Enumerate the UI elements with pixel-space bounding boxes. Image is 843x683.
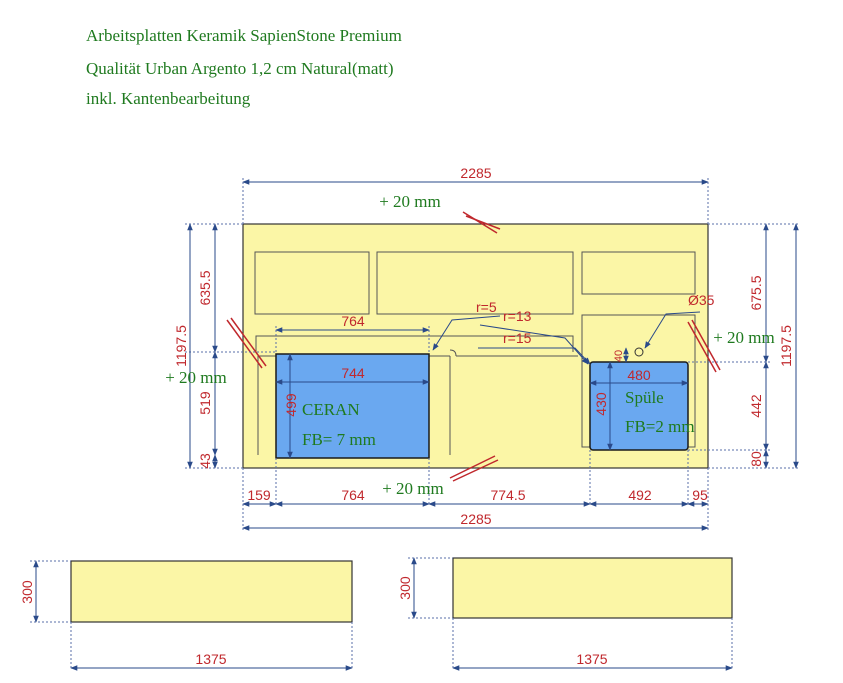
dim-sink-height: 430: [593, 392, 609, 416]
radius-r5: r=5: [476, 299, 497, 315]
radius-r15: r=15: [503, 330, 532, 346]
ceran-label: CERAN: [302, 400, 360, 419]
dim-left-upper: 635.5: [197, 270, 213, 305]
dim-panel1-height: 300: [19, 580, 35, 604]
header-line-3: inkl. Kantenbearbeitung: [86, 89, 251, 108]
dim-sink-width: 480: [627, 367, 651, 383]
dim-panel2-height: 300: [397, 576, 413, 600]
edge-note-top: + 20 mm: [379, 192, 441, 211]
dim-right-upper: 675.5: [748, 275, 764, 310]
header-line-2: Qualität Urban Argento 1,2 cm Natural(ma…: [86, 59, 394, 78]
dim-right-mid: 442: [748, 394, 764, 418]
ceran-cutout: [275, 353, 430, 459]
dimension-lines: [33, 179, 799, 671]
tap-hole: [634, 347, 644, 357]
dim-height-left: 1197.5: [173, 325, 189, 367]
cabinet-outline-1: [254, 251, 370, 315]
edge-note-bottom: + 20 mm: [382, 479, 444, 498]
radius-r13: r=13: [503, 308, 532, 324]
ceran-fb-label: FB= 7 mm: [302, 430, 376, 449]
edge-markers: [226, 211, 721, 482]
dim-width-bottom: 2285: [460, 511, 491, 527]
dim-seg-3: 774.5: [490, 487, 525, 503]
dim-ceran-height: 499: [283, 393, 299, 417]
header-line-1: Arbeitsplatten Keramik SapienStone Premi…: [86, 26, 402, 45]
dim-width-top: 2285: [460, 165, 491, 181]
dim-seg-5: 95: [692, 487, 708, 503]
dim-left-mid: 519: [197, 391, 213, 415]
sink-fb-label: FB=2 mm: [625, 417, 695, 436]
dim-sink-offset: 40: [613, 350, 625, 362]
sink-label: Spüle: [625, 388, 664, 407]
dim-seg-1: 159: [247, 487, 271, 503]
cabinet-outline-3: [581, 251, 696, 295]
edge-note-right: + 20 mm: [713, 328, 775, 347]
dim-panel1-width: 1375: [195, 651, 226, 667]
cabinet-outline-4: [255, 335, 574, 352]
panel-left: [70, 560, 353, 623]
dim-seg-2: 764: [341, 487, 365, 503]
dim-right-low: 80: [748, 451, 764, 467]
dim-ceran-outer: 764: [341, 313, 365, 329]
tap-diameter: Ø35: [688, 292, 715, 308]
edge-note-left: + 20 mm: [165, 368, 227, 387]
extension-lines: [30, 178, 800, 670]
dim-seg-4: 492: [628, 487, 652, 503]
dim-left-low: 43: [197, 453, 213, 469]
cabinet-outline-2: [376, 251, 574, 315]
dim-panel2-width: 1375: [576, 651, 607, 667]
panel-right: [452, 557, 733, 619]
dim-height-right: 1197.5: [778, 325, 794, 367]
dim-ceran-inner: 744: [341, 365, 365, 381]
ceran-surround: [257, 349, 457, 455]
